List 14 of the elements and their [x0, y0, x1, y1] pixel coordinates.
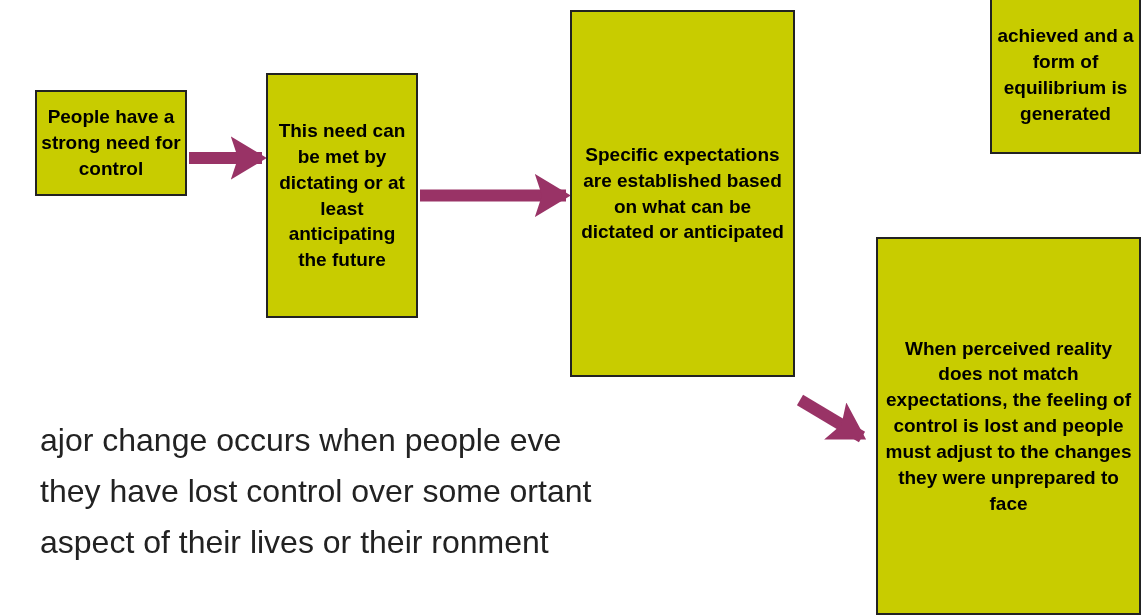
- arrow: [189, 136, 267, 180]
- box-text: achieved and a form of equilibrium is generated: [996, 24, 1135, 126]
- arrow: [420, 173, 571, 218]
- box-text: People have a strong need for control: [41, 105, 181, 181]
- process-box: [35, 90, 187, 196]
- process-box: [570, 10, 795, 377]
- box-text: This need can be met by dictating or at least anticipating the future: [277, 119, 407, 273]
- process-box: [876, 237, 1141, 615]
- box-text: Specific expectations are established based on what can be dictated or anticipated: [580, 142, 785, 245]
- process-box: [990, 0, 1141, 154]
- arrow: [796, 394, 867, 443]
- box-text: When perceived reality does not match expectations, the feeling of control is lost and people must adjust to the changes they were unprepared to face: [884, 336, 1133, 516]
- note-text: ajor change occurs when people eve they have lost control over some ortant aspect of their lives or their ronment: [40, 421, 593, 562]
- process-box: [266, 73, 418, 318]
